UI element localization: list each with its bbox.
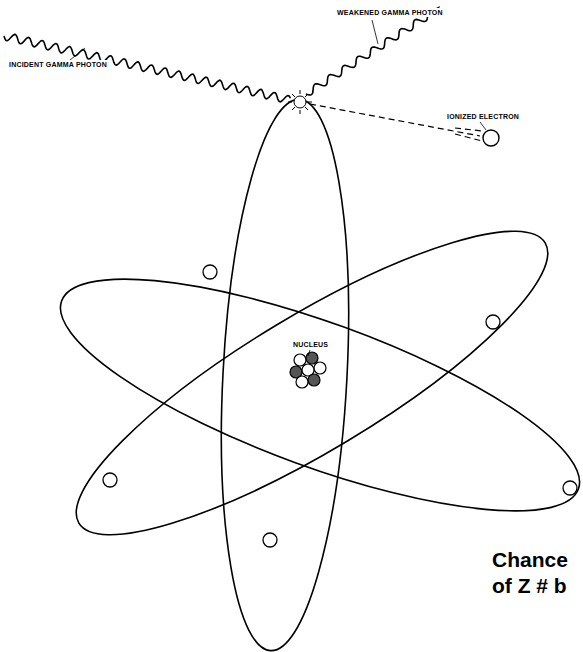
nucleus-label: NUCLEUS bbox=[292, 340, 329, 349]
incident-photon bbox=[4, 34, 290, 101]
electron-path bbox=[310, 104, 482, 141]
electron bbox=[486, 315, 500, 329]
orbit bbox=[209, 96, 362, 652]
photon-label: INCIDENT GAMMA PHOTON bbox=[8, 60, 108, 69]
electron bbox=[563, 481, 577, 495]
nucleus-cluster bbox=[290, 352, 326, 388]
caption-fragment: Chance bbox=[492, 548, 568, 572]
orbit bbox=[37, 233, 583, 556]
leader-line bbox=[70, 20, 486, 356]
photon-label: WEAKENED GAMMA PHOTON bbox=[336, 8, 444, 17]
weakened-photon bbox=[306, 11, 430, 96]
orbit bbox=[44, 185, 580, 582]
ionized-electron bbox=[483, 130, 499, 146]
electron bbox=[263, 533, 277, 547]
electron-label: IONIZED ELECTRON bbox=[446, 112, 520, 121]
caption-fragment: of Z # b bbox=[492, 574, 567, 598]
electron bbox=[203, 265, 217, 279]
collision-burst bbox=[288, 90, 312, 114]
electron bbox=[103, 473, 117, 487]
